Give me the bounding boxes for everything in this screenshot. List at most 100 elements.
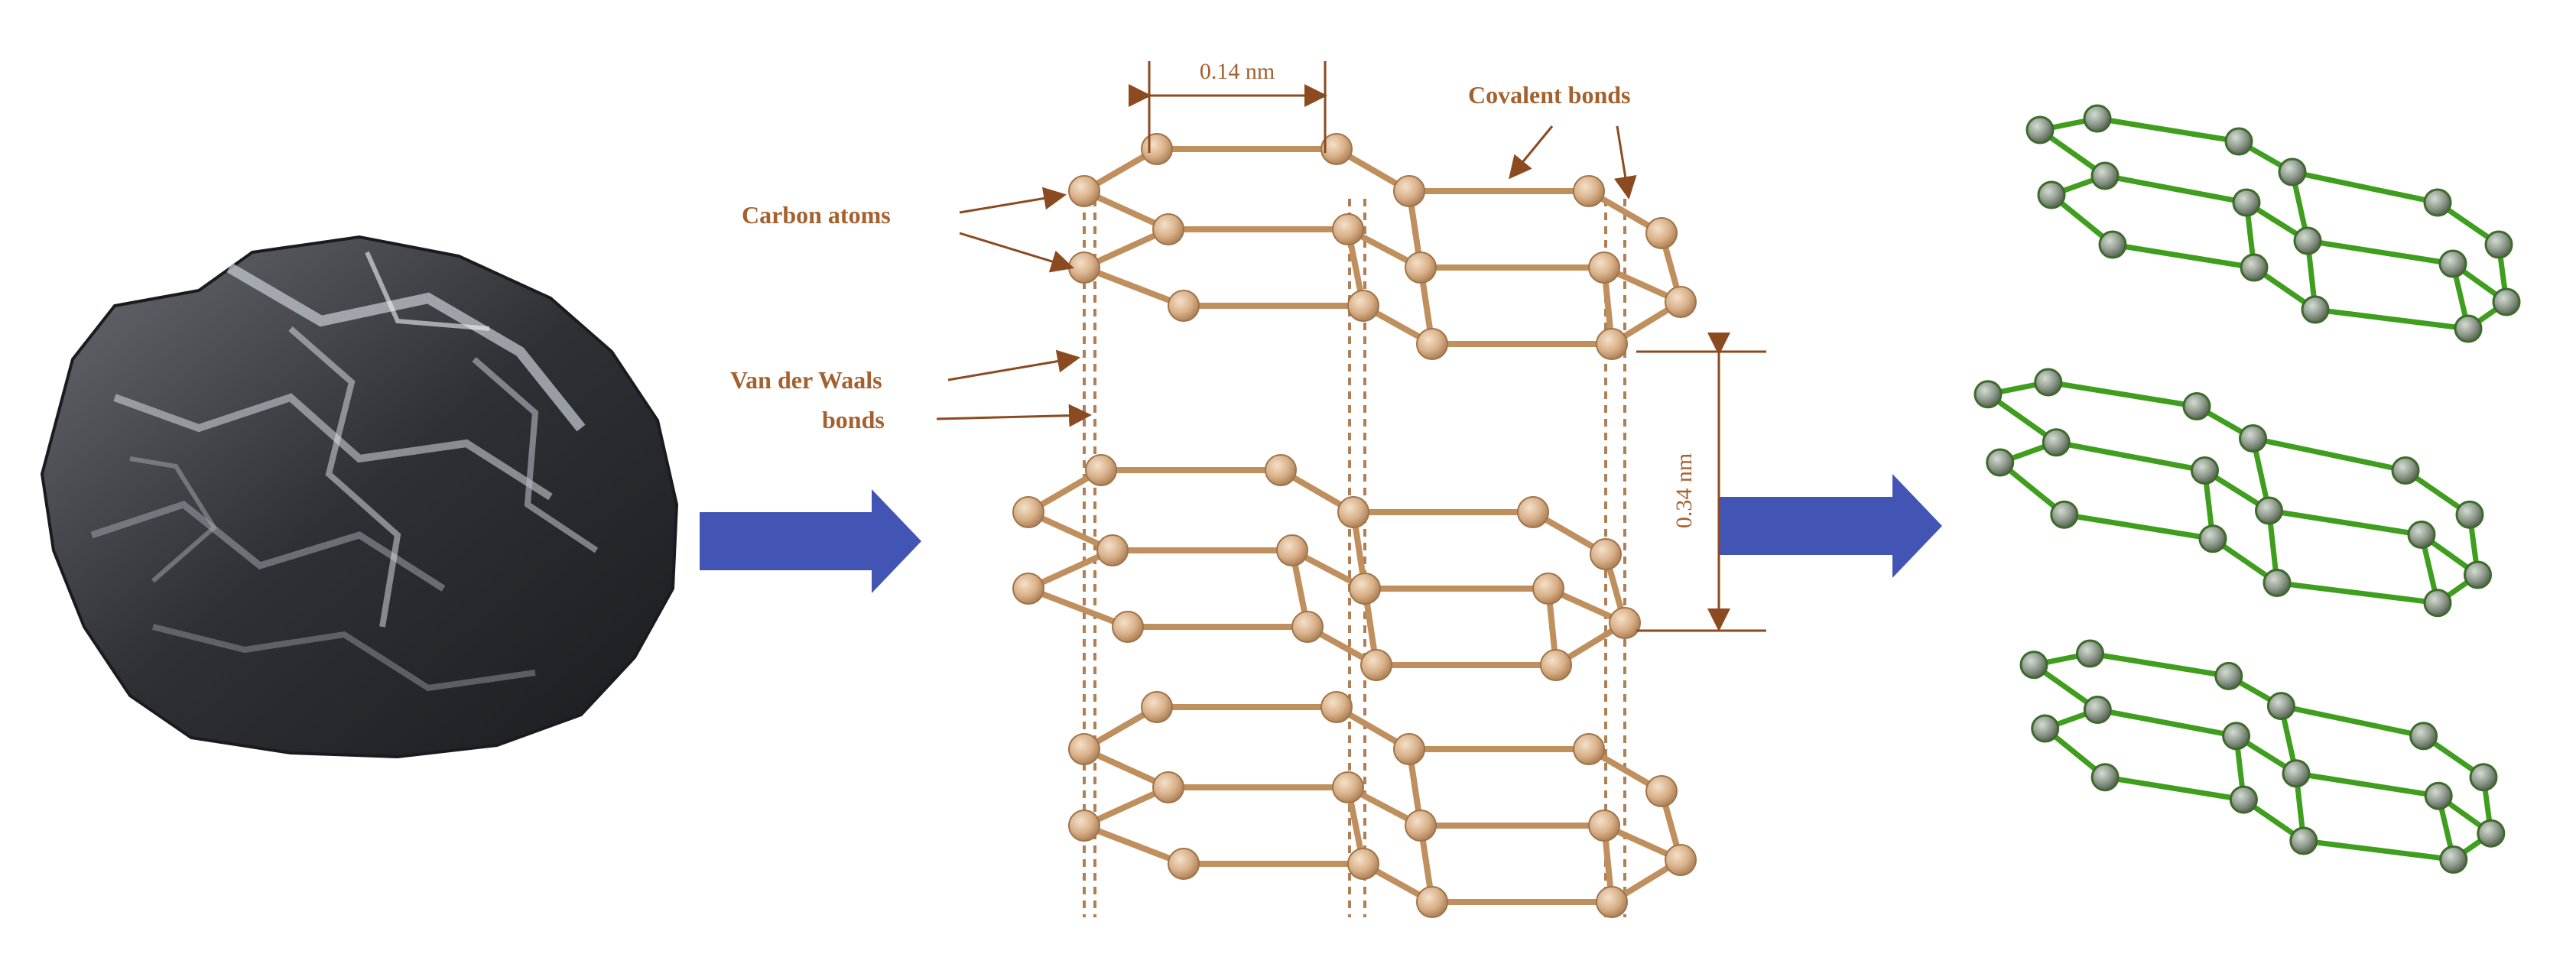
bond-length-dimension: 0.14 nm bbox=[1129, 59, 1327, 153]
carbon-atom bbox=[1141, 133, 1173, 165]
graphene-bond bbox=[2061, 511, 2216, 542]
van-der-waals-annotation: Van der Waals bonds bbox=[730, 349, 1092, 433]
graphene-bond bbox=[2274, 580, 2441, 606]
graphene-atom bbox=[2083, 696, 2112, 724]
carbon-atom bbox=[1291, 611, 1324, 643]
carbon-atom bbox=[1096, 534, 1129, 566]
graphene-atom bbox=[2423, 589, 2452, 618]
graphene-atom bbox=[2282, 759, 2311, 788]
graphene-bond bbox=[2094, 707, 2240, 739]
arrow-graphite-to-lattice bbox=[700, 489, 921, 593]
graphene-atom bbox=[2050, 500, 2079, 529]
covalent-bond bbox=[1081, 823, 1187, 867]
graphene-atom bbox=[2266, 692, 2295, 721]
carbon-atom bbox=[1347, 290, 1379, 322]
carbon-atom bbox=[1012, 573, 1044, 605]
graphene-sheet-2 bbox=[1973, 368, 2492, 618]
carbon-atom bbox=[1645, 775, 1678, 807]
graphene-sheet-1 bbox=[2025, 104, 2521, 343]
carbon-atom bbox=[1152, 213, 1184, 245]
graphene-atom bbox=[2042, 428, 2071, 457]
graphene-bond bbox=[2301, 838, 2457, 862]
carbon-atom bbox=[1320, 691, 1353, 723]
carbon-atom bbox=[1416, 328, 1448, 360]
carbon-atom bbox=[1609, 607, 1641, 639]
graphite-layer-1 bbox=[1068, 133, 1697, 360]
graphene-atom bbox=[2469, 763, 2498, 792]
carbon-atom bbox=[1588, 810, 1620, 842]
carbon-atom bbox=[1517, 496, 1549, 528]
graphene-atom bbox=[2191, 456, 2219, 485]
graphene-atom bbox=[2239, 424, 2267, 453]
carbon-atom bbox=[1596, 886, 1628, 918]
carbon-atom bbox=[1665, 844, 1697, 876]
arrow-lattice-to-graphene bbox=[1719, 474, 1942, 578]
covalent-bonds-annotation: Covalent bonds bbox=[1468, 81, 1637, 200]
graphene-atom bbox=[2391, 456, 2420, 485]
carbon-atom bbox=[1405, 251, 1437, 284]
graphene-atom bbox=[2224, 127, 2253, 156]
graphene-bond bbox=[2094, 115, 2242, 144]
graphite-layer-2 bbox=[1012, 454, 1641, 681]
carbon-atom bbox=[1349, 573, 1381, 605]
carbon-atom bbox=[1416, 886, 1448, 918]
covalent-bonds-label: Covalent bonds bbox=[1468, 81, 1631, 109]
carbon-atom bbox=[1332, 213, 1364, 245]
carbon-atoms-annotation: Carbon atoms bbox=[742, 187, 1074, 273]
graphene-sheets bbox=[1973, 104, 2521, 874]
carbon-atom bbox=[1320, 133, 1353, 165]
graphene-atom bbox=[2229, 785, 2258, 814]
graphene-atom bbox=[2255, 496, 2283, 525]
graphene-bond bbox=[2102, 173, 2250, 206]
graphene-atom bbox=[2019, 651, 2048, 680]
carbon-atom bbox=[1152, 771, 1184, 803]
graphene-atom bbox=[2409, 722, 2438, 751]
carbon-atom bbox=[1068, 810, 1100, 842]
graphite-lattice bbox=[1012, 133, 1697, 918]
carbon-atom bbox=[1332, 771, 1364, 803]
carbon-atom bbox=[1068, 251, 1100, 284]
carbon-atom bbox=[1665, 286, 1697, 318]
graphene-bond bbox=[2278, 703, 2427, 739]
graphene-atom bbox=[2439, 845, 2468, 874]
carbon-atom bbox=[1590, 538, 1622, 570]
graphene-atom bbox=[1973, 380, 2003, 409]
graphene-atom bbox=[2293, 226, 2322, 255]
carbon-atom bbox=[1532, 573, 1564, 605]
graphene-bond bbox=[2087, 651, 2232, 679]
carbon-atom bbox=[1360, 649, 1392, 681]
graphene-bond bbox=[2312, 307, 2471, 332]
graphene-atom bbox=[2492, 287, 2521, 316]
carbon-atom bbox=[1347, 848, 1379, 880]
graphene-atom bbox=[2423, 188, 2452, 217]
van-der-waals-label-line2: bonds bbox=[822, 406, 885, 433]
graphene-atom bbox=[2198, 524, 2227, 553]
covalent-bond bbox=[1025, 586, 1131, 630]
graphite-rock-image bbox=[40, 235, 679, 759]
graphene-atom bbox=[2090, 161, 2120, 190]
carbon-atom bbox=[1068, 175, 1100, 207]
graphene-bond bbox=[2250, 436, 2409, 473]
graphene-bond bbox=[2289, 169, 2441, 206]
carbon-atom bbox=[1337, 496, 1369, 528]
interlayer-distance-label: 0.34 nm bbox=[1671, 453, 1697, 528]
graphene-bond bbox=[2110, 242, 2257, 271]
graphene-atom bbox=[2182, 392, 2211, 420]
graphene-atom bbox=[2031, 714, 2060, 743]
graphene-atom bbox=[2098, 230, 2127, 259]
graphene-atom bbox=[2083, 104, 2112, 133]
carbon-atom bbox=[1141, 691, 1173, 723]
graphene-atom bbox=[2090, 763, 2120, 792]
graphene-atom bbox=[2464, 560, 2492, 589]
carbon-atom bbox=[1068, 733, 1100, 765]
carbon-atom bbox=[1265, 454, 1297, 486]
carbon-atom bbox=[1645, 217, 1678, 249]
graphene-atom bbox=[2301, 295, 2330, 324]
graphene-bond bbox=[2102, 774, 2246, 803]
carbon-atom bbox=[1393, 175, 1425, 207]
graphene-atom bbox=[2034, 368, 2063, 397]
carbon-atom bbox=[1393, 733, 1425, 765]
graphene-bond bbox=[2293, 771, 2441, 799]
carbon-atom bbox=[1573, 733, 1605, 765]
